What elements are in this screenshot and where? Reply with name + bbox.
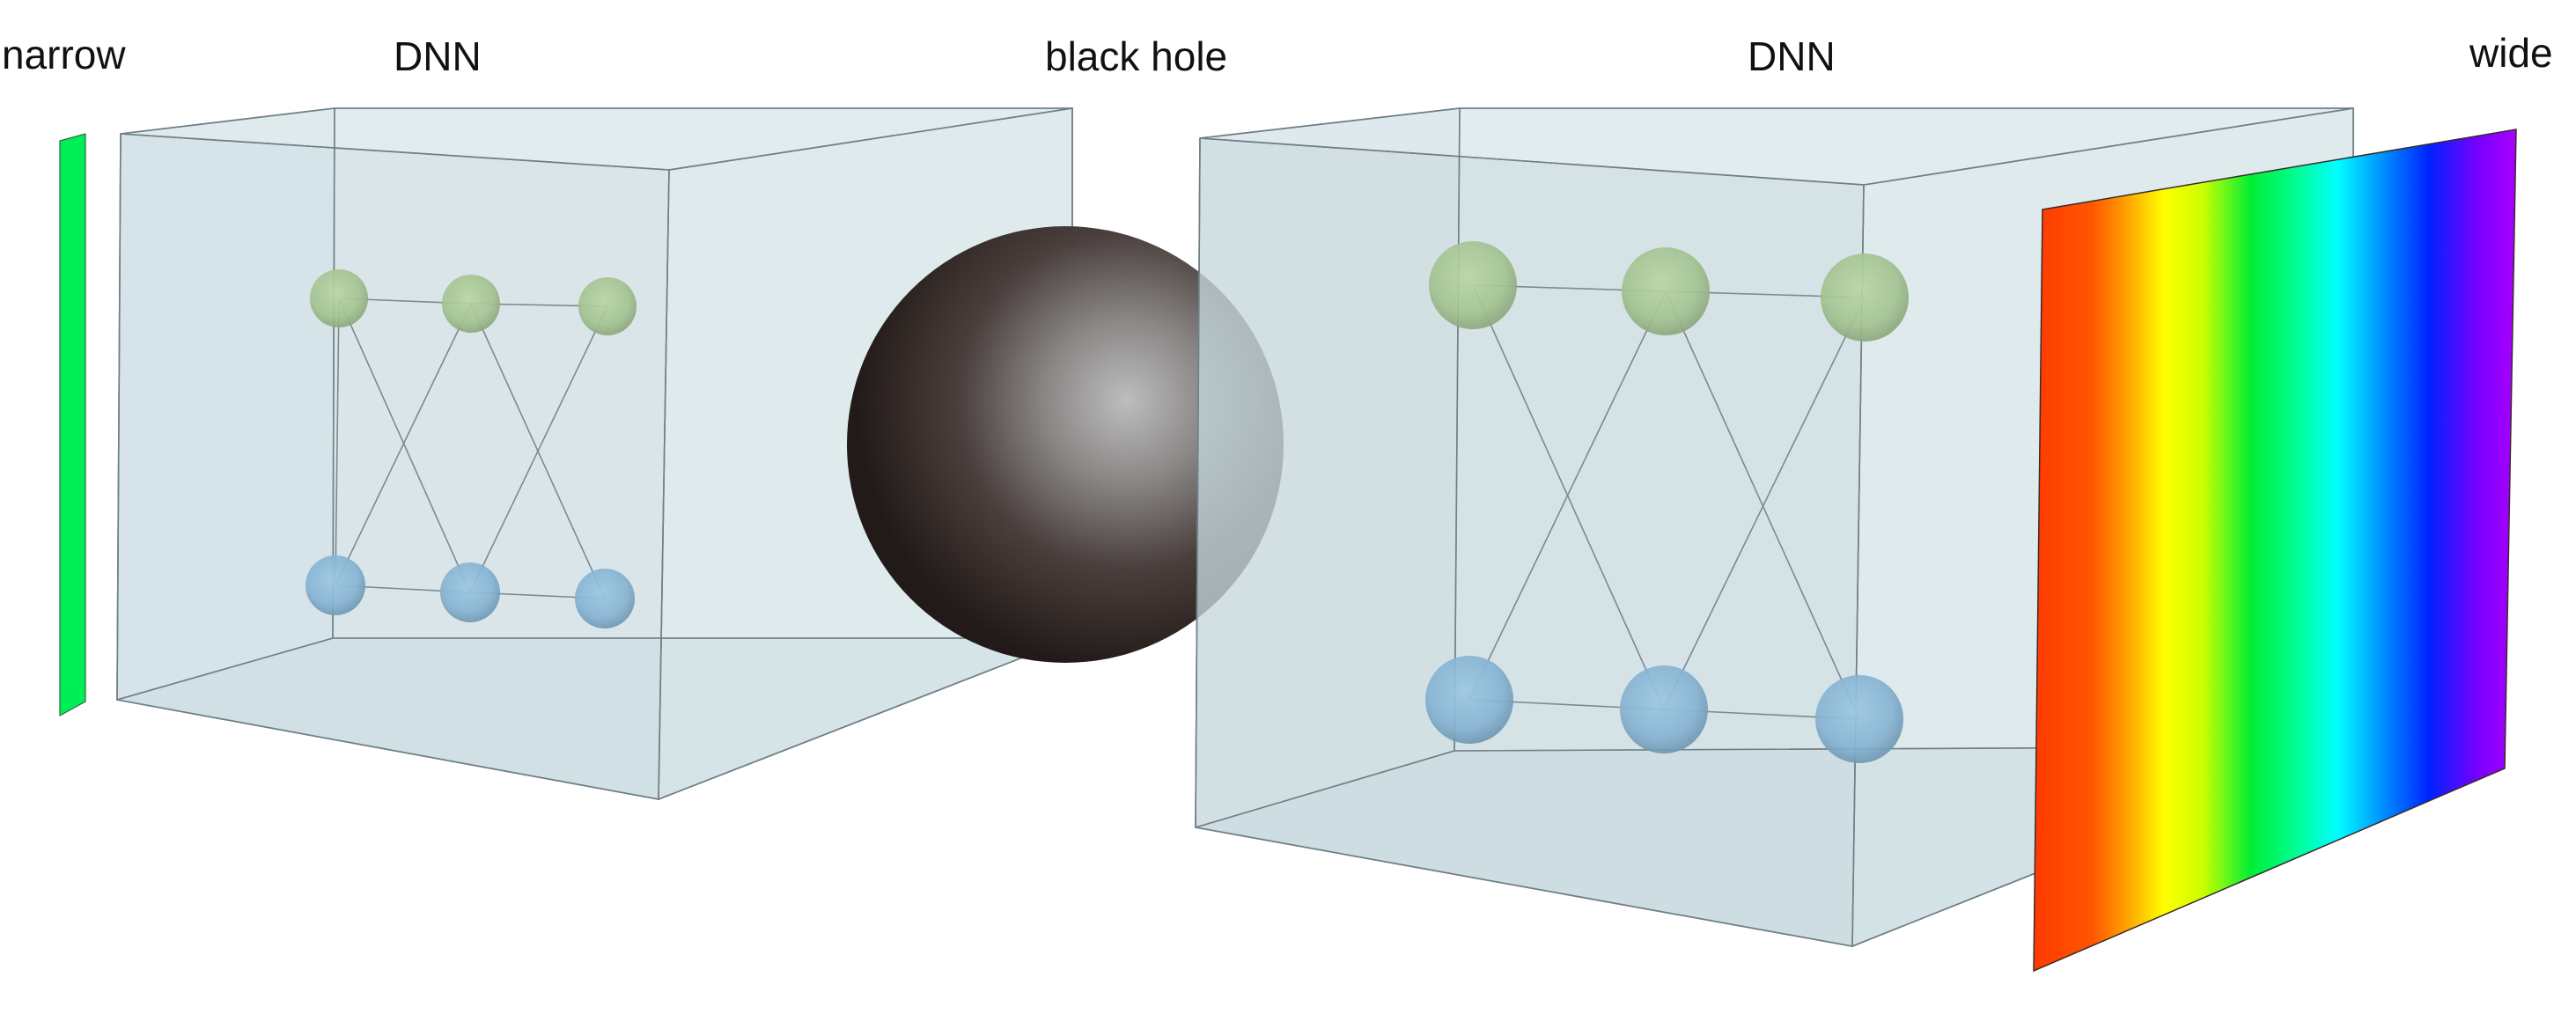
left-top-node [310, 269, 368, 327]
left-top-node [442, 275, 500, 333]
right-top-node [1429, 241, 1517, 329]
label-wide: wide [2469, 30, 2553, 76]
left-bottom-node [575, 569, 635, 628]
wide-spectrum-panel [2033, 129, 2517, 973]
left-neural-network [305, 269, 637, 628]
left-top-node [578, 277, 637, 335]
left-bottom-node [440, 562, 500, 622]
right-bottom-node [1620, 665, 1708, 753]
right-neural-network [1425, 241, 1909, 763]
label-black-hole: black hole [1045, 33, 1227, 79]
narrow-spectrum-strip [59, 133, 86, 717]
black-hole-sphere [847, 226, 1284, 663]
right-top-node [1622, 247, 1710, 335]
left-bottom-node [305, 555, 365, 615]
label-dnn-right: DNN [1748, 33, 1836, 79]
right-top-node [1821, 254, 1909, 342]
right-bottom-node [1815, 675, 1903, 763]
label-narrow: narrow [2, 32, 126, 77]
right-bottom-node [1425, 656, 1513, 744]
label-dnn-left: DNN [394, 33, 482, 79]
